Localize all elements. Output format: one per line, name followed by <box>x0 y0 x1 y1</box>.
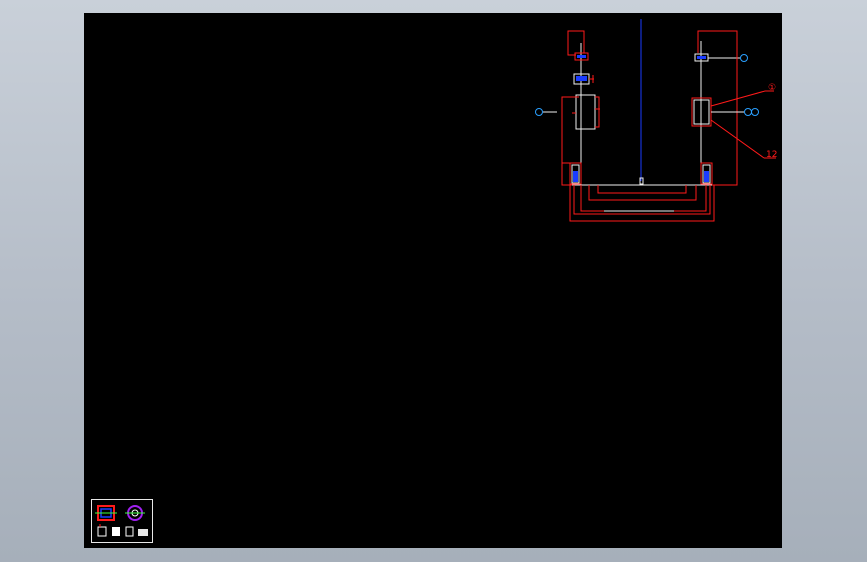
right-top-valve-fill <box>697 56 706 59</box>
red-callout-top-leader <box>710 90 766 107</box>
pipe-loop-2 <box>588 185 697 201</box>
center-marker <box>639 177 644 185</box>
pipe-loop-1 <box>597 185 687 194</box>
left-return-line <box>561 96 579 186</box>
right-base-block <box>700 162 713 185</box>
left-balloon <box>535 108 543 116</box>
left-base-inner <box>571 164 580 184</box>
cad-drawing: ① 12 <box>535 19 777 222</box>
pipe-loop-5 <box>569 185 715 222</box>
pipe-loop-3 <box>580 185 707 212</box>
key-plan-thumbnail[interactable] <box>91 499 153 543</box>
right-top-balloon <box>740 54 748 62</box>
red-callout-bottom-label: 12 <box>766 150 777 160</box>
left-base-fill <box>573 171 578 182</box>
right-base-inner <box>702 164 711 184</box>
left-top-loop <box>567 30 585 56</box>
right-balloon-2 <box>751 108 759 116</box>
right-balloon-1 <box>744 108 752 116</box>
left-top-valve-fill <box>577 55 586 58</box>
left-cylinder <box>575 94 596 130</box>
drawing-viewport[interactable]: ① 12 <box>84 13 782 548</box>
thumb-white-box-3 <box>125 526 134 537</box>
red-callout-bottom-leader <box>710 119 765 159</box>
right-cylinder <box>693 99 710 125</box>
pipe-loop-4 <box>573 185 711 215</box>
right-base-fill <box>704 171 709 182</box>
thumbnail-drawing <box>95 505 148 537</box>
red-callout-top-label: ① <box>768 83 776 93</box>
thumb-white-box-4 <box>138 529 148 536</box>
left-base-block <box>569 162 582 185</box>
left-second-block-fill <box>576 76 587 81</box>
left-top-valve <box>574 52 589 61</box>
left-cylinder-bracket <box>595 96 600 128</box>
thumb-white-box-1 <box>97 526 107 537</box>
thumb-white-box-2 <box>112 527 120 536</box>
right-top-loop <box>697 30 738 186</box>
